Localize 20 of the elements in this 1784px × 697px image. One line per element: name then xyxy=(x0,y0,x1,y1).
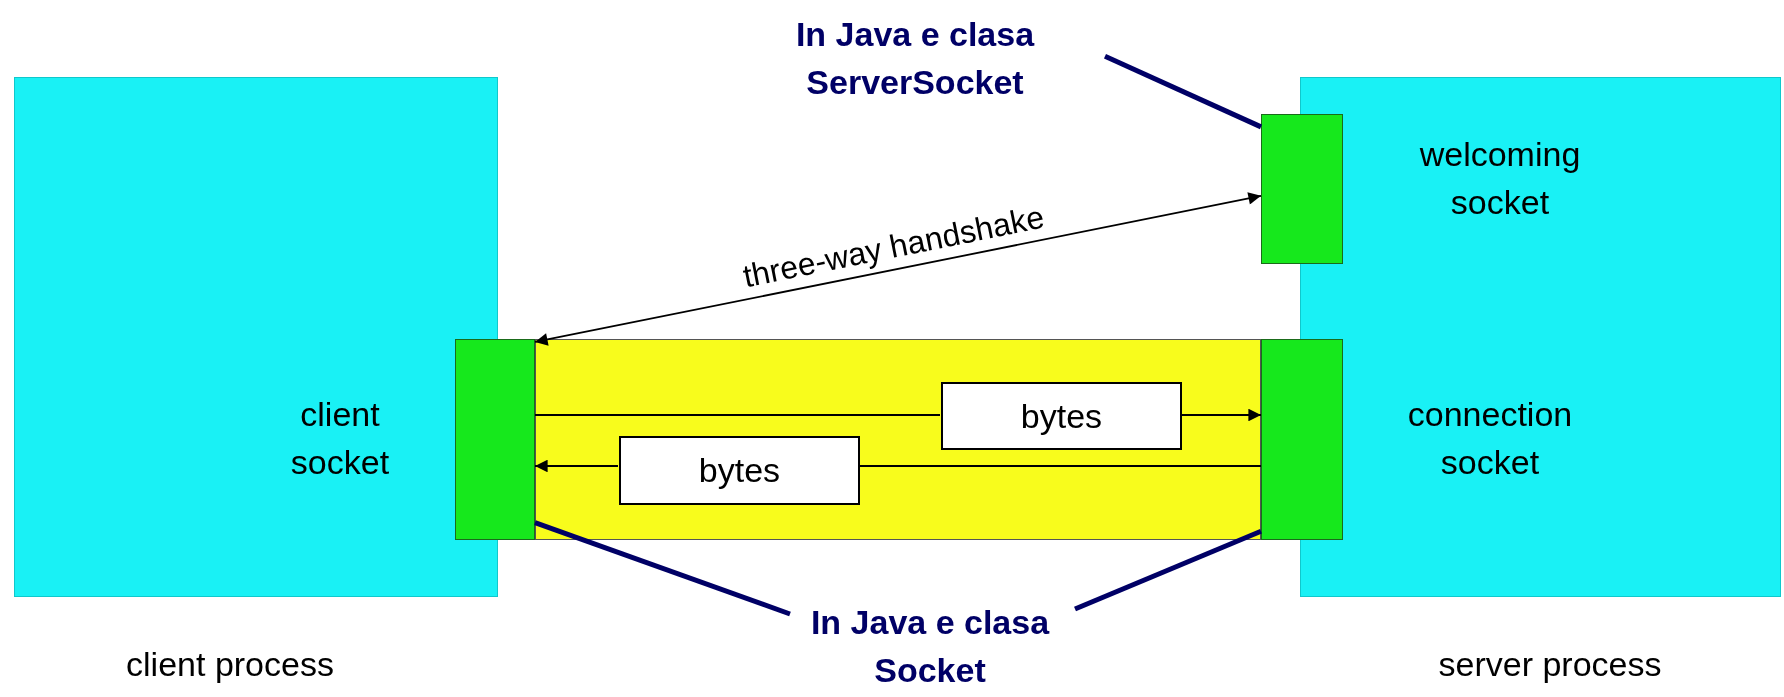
leader-line xyxy=(1074,529,1262,612)
socket-box xyxy=(455,339,535,540)
leader-line xyxy=(534,520,791,617)
socket-label: welcoming socket xyxy=(1418,134,1582,223)
arrow xyxy=(1180,408,1262,422)
socket-box xyxy=(1261,114,1343,264)
callout-text: In Java e clasa Socket xyxy=(790,598,1070,694)
process-label: server process xyxy=(1437,644,1663,685)
socket-label: connection socket xyxy=(1406,394,1574,483)
data-box: bytes xyxy=(941,382,1182,450)
leader-line xyxy=(1103,54,1263,130)
callout-text: In Java e clasa ServerSocket xyxy=(725,6,1105,110)
socket-box xyxy=(1261,339,1343,540)
process-label: client process xyxy=(125,644,335,685)
data-box: bytes xyxy=(619,436,860,505)
process-box xyxy=(14,77,498,597)
arrow xyxy=(534,459,619,473)
socket-label: client socket xyxy=(289,394,391,483)
process-box xyxy=(1300,77,1781,597)
arrow xyxy=(534,192,1262,346)
